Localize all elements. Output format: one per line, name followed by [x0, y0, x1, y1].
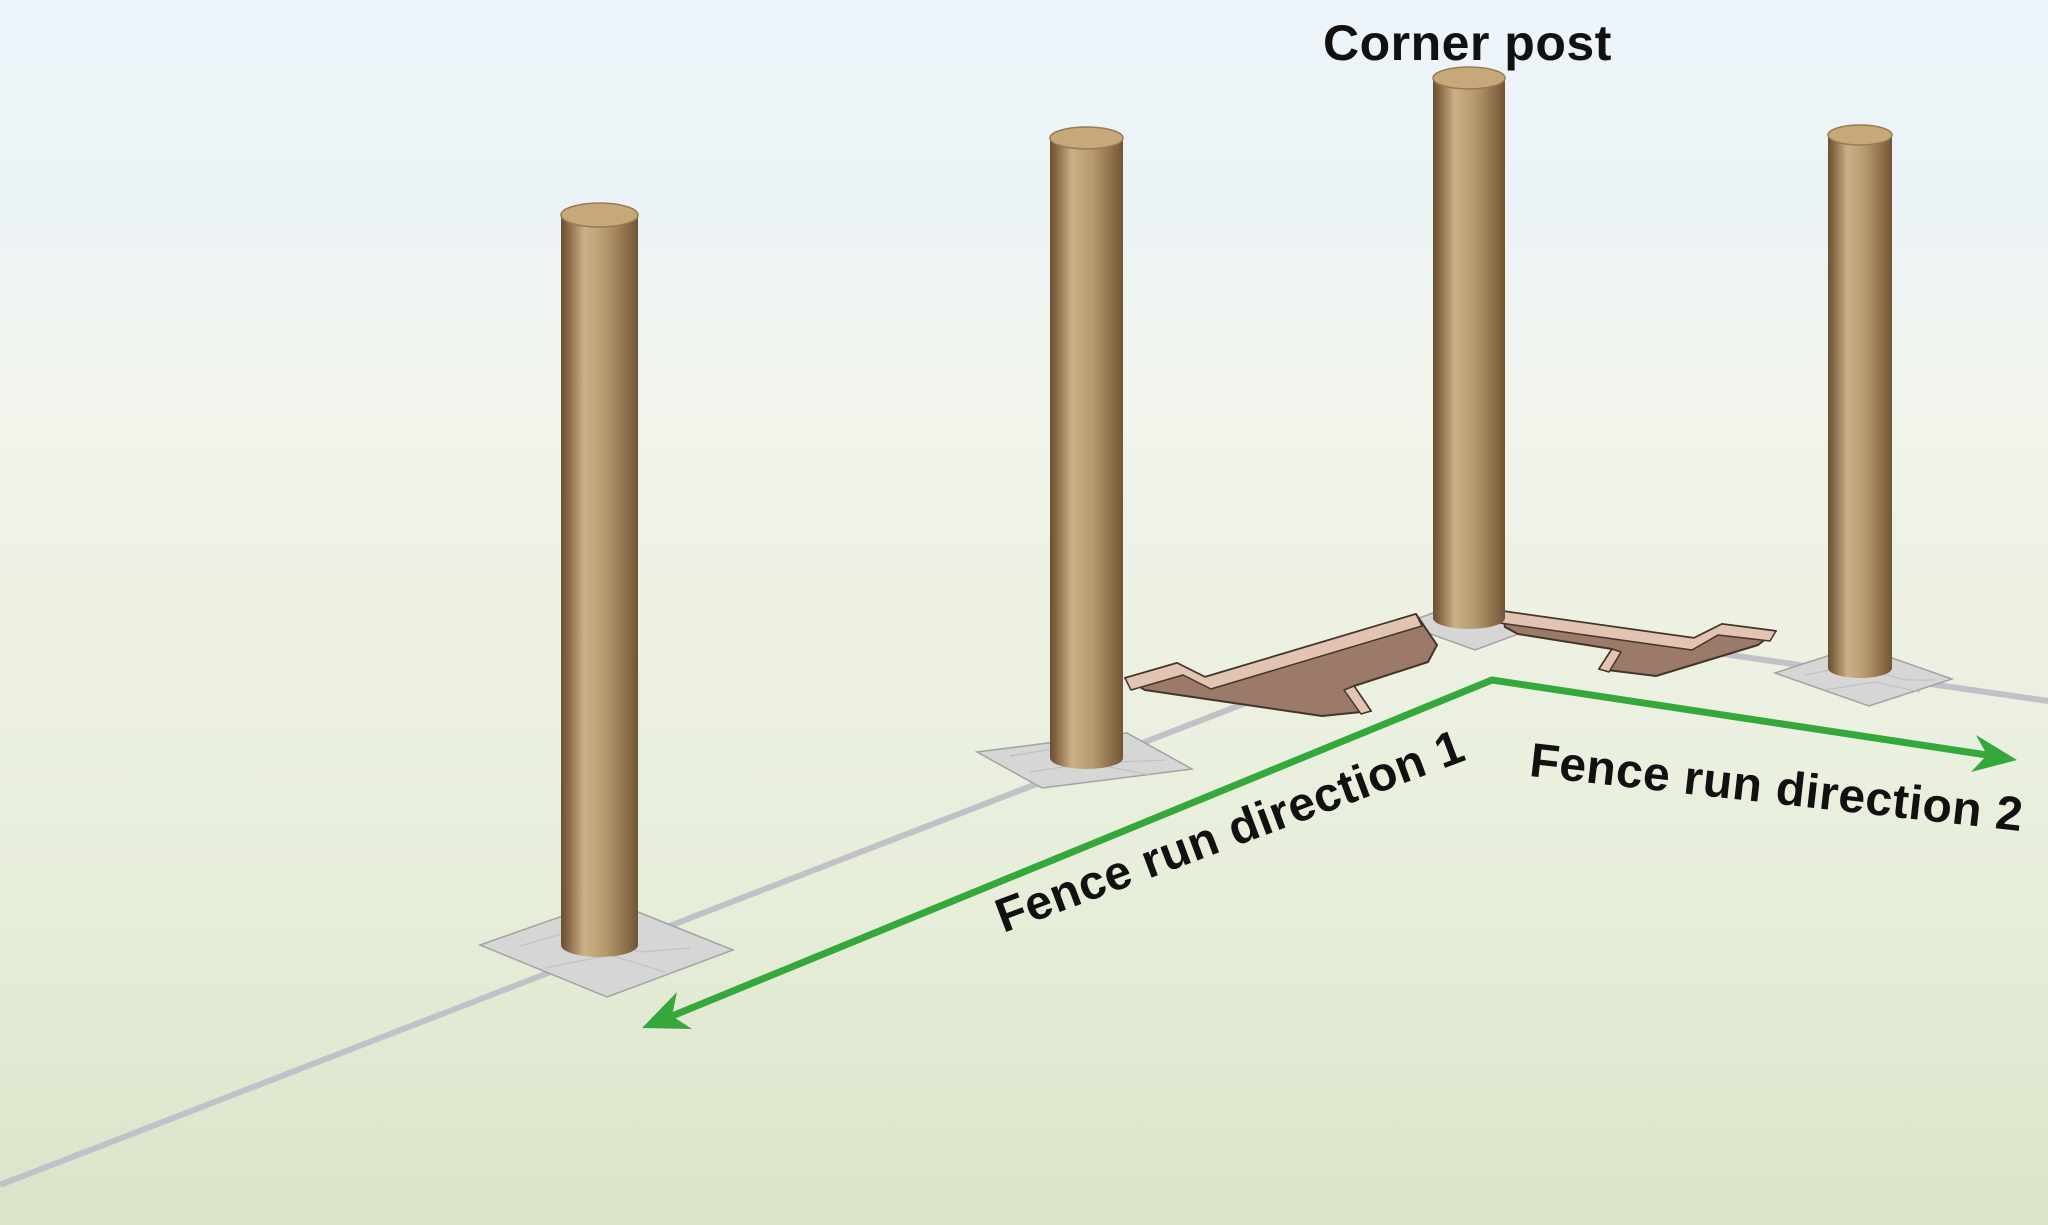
post-top: [560, 202, 639, 228]
post-2: [1049, 126, 1124, 769]
trench-wall: [1124, 613, 1423, 691]
trench-wall: [1343, 685, 1372, 715]
post-shaft: [1828, 135, 1892, 668]
arrowhead-run-2: [1971, 735, 2017, 772]
post-1: [560, 202, 639, 957]
trench-run-1: [1124, 613, 1438, 717]
post-top: [1827, 124, 1893, 146]
post-top: [1049, 126, 1124, 150]
trench-run-2: [1499, 610, 1777, 677]
direction-arrow-line: [670, 676, 1988, 1020]
arrowhead-run-1: [642, 992, 692, 1029]
post-shaft: [561, 215, 638, 945]
post-top: [1432, 66, 1506, 90]
post-shaft: [1433, 78, 1505, 618]
pad-texture: [1824, 681, 1921, 693]
post-corner: [1432, 66, 1506, 629]
direction-arrows: [642, 676, 2017, 1029]
trench-wall: [1499, 610, 1777, 651]
corner-post-label: Corner post: [1323, 15, 1612, 71]
post-4: [1827, 124, 1893, 678]
post-shaft: [1050, 138, 1123, 758]
trench-wall: [1598, 648, 1622, 673]
